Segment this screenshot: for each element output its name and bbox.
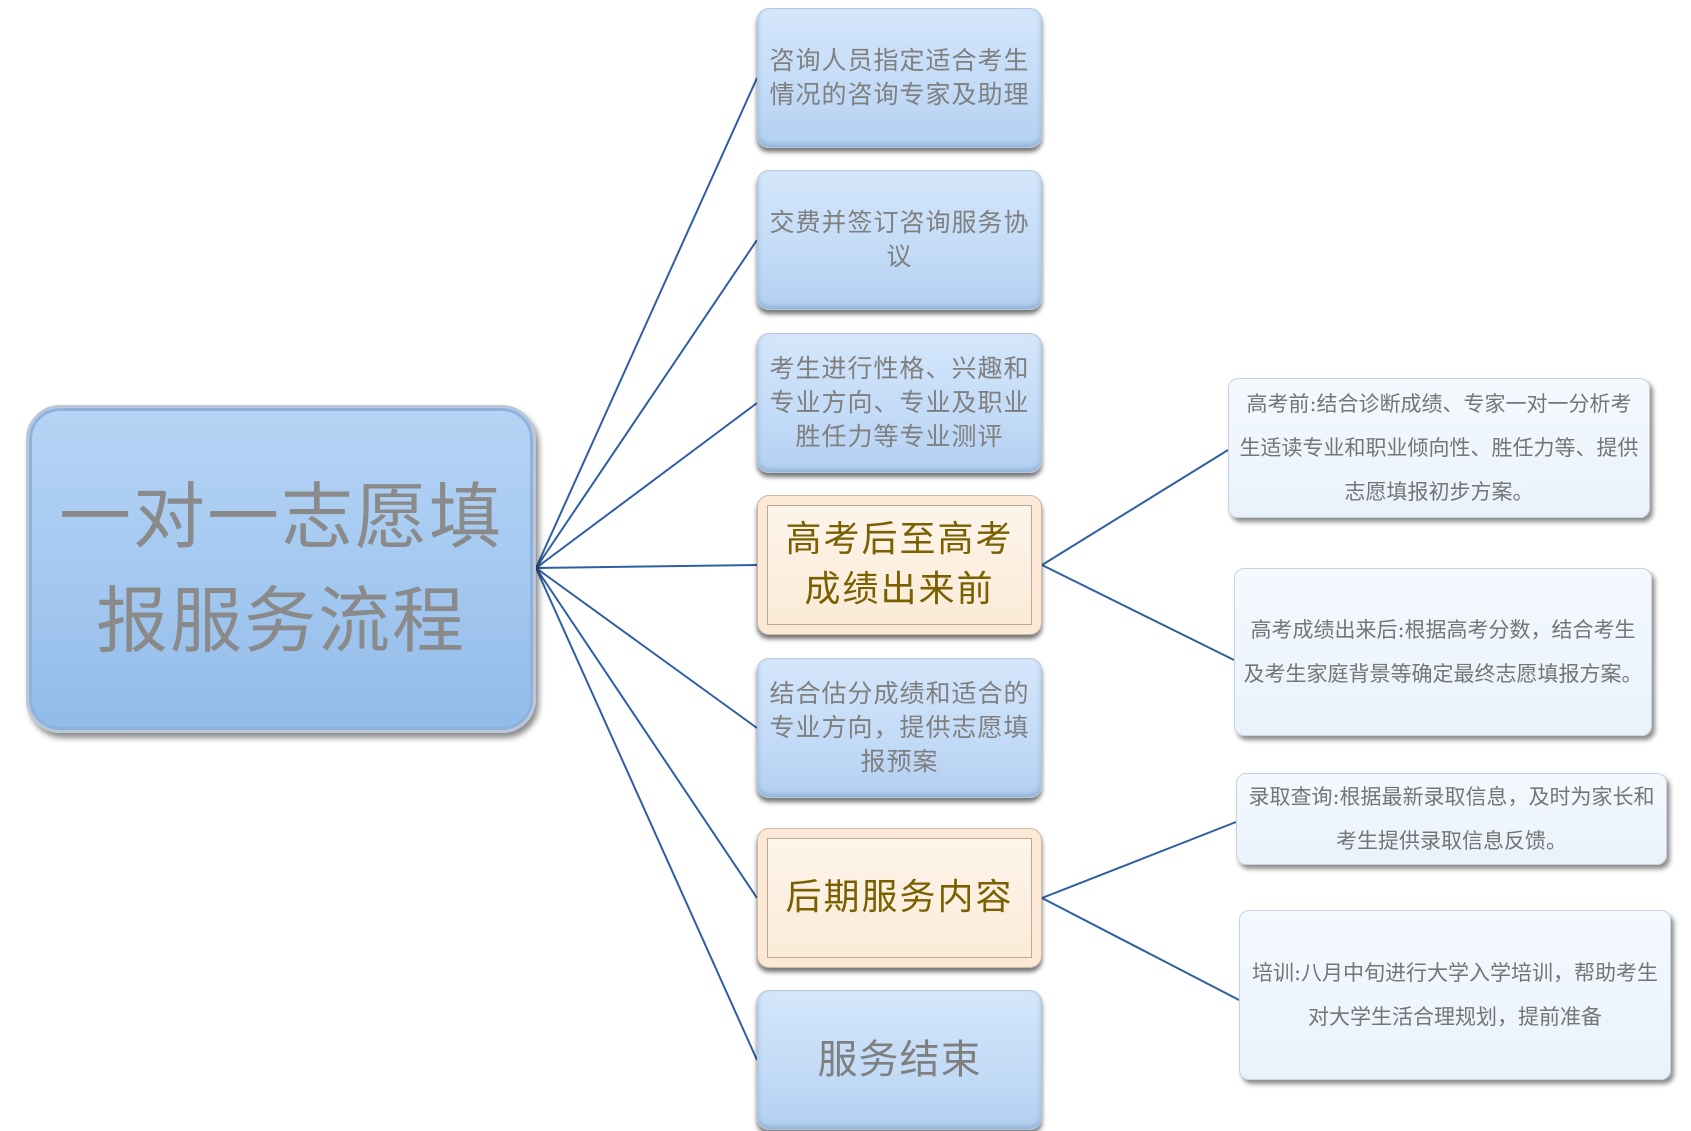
connector-root-step-3 [535, 402, 758, 569]
step-4-box: 高考后至高考成绩出来前 [757, 495, 1042, 635]
connector-step-4-detail-1 [1041, 449, 1229, 566]
connector-root-step-1 [535, 77, 758, 569]
detail-4-text: 培训:八月中旬进行大学入学培训，帮助考生对大学生活合理规划，提前准备 [1251, 961, 1659, 1029]
connector-root-step-4 [535, 564, 758, 569]
detail-3-box: 录取查询:根据最新录取信息，及时为家长和考生提供录取信息反馈。 [1236, 773, 1667, 865]
step-2-box: 交费并签订咨询服务协议 [757, 170, 1042, 310]
step-6-box: 后期服务内容 [757, 828, 1042, 968]
detail-4-box: 培训:八月中旬进行大学入学培训，帮助考生对大学生活合理规划，提前准备 [1239, 910, 1671, 1080]
step-3-box: 考生进行性格、兴趣和专业方向、专业及职业胜任力等专业测评 [757, 333, 1042, 473]
connector-root-step-6 [535, 567, 758, 899]
connector-root-step-2 [535, 239, 758, 569]
connector-step-6-detail-4 [1041, 897, 1240, 1001]
step-1-box: 咨询人员指定适合考生情况的咨询专家及助理 [757, 8, 1042, 148]
step-2-label: 交费并签订咨询服务协议 [769, 208, 1030, 271]
connector-step-4-detail-2 [1041, 564, 1235, 661]
step-1-label: 咨询人员指定适合考生情况的咨询专家及助理 [769, 46, 1030, 109]
detail-1-box: 高考前:结合诊断成绩、专家一对一分析考生适读专业和职业倾向性、胜任力等、提供志愿… [1228, 378, 1650, 518]
step-5-label: 结合估分成绩和适合的专业方向，提供志愿填报预案 [769, 679, 1030, 776]
step-5-box: 结合估分成绩和适合的专业方向，提供志愿填报预案 [757, 658, 1042, 798]
detail-3-text: 录取查询:根据最新录取信息，及时为家长和考生提供录取信息反馈。 [1248, 785, 1655, 853]
step-6-inner: 后期服务内容 [767, 838, 1032, 958]
step-3-label: 考生进行性格、兴趣和专业方向、专业及职业胜任力等专业测评 [769, 354, 1030, 451]
step-6-label: 后期服务内容 [785, 877, 1014, 918]
root-title: 一对一志愿填报服务流程 [58, 475, 503, 663]
detail-2-box: 高考成绩出来后:根据高考分数，结合考生及考生家庭背景等确定最终志愿填报方案。 [1234, 568, 1652, 736]
detail-2-text: 高考成绩出来后:根据高考分数，结合考生及考生家庭背景等确定最终志愿填报方案。 [1243, 618, 1643, 686]
connector-root-step-7 [535, 567, 758, 1061]
connector-root-step-5 [535, 567, 758, 729]
step-7-label: 服务结束 [817, 1037, 982, 1083]
step-4-label: 高考后至高考成绩出来前 [785, 519, 1014, 610]
connector-step-6-detail-3 [1041, 821, 1237, 899]
detail-1-text: 高考前:结合诊断成绩、专家一对一分析考生适读专业和职业倾向性、胜任力等、提供志愿… [1239, 392, 1639, 504]
step-7-box: 服务结束 [757, 990, 1042, 1130]
step-4-inner: 高考后至高考成绩出来前 [767, 505, 1032, 625]
root-title-box: 一对一志愿填报服务流程 [26, 405, 536, 733]
